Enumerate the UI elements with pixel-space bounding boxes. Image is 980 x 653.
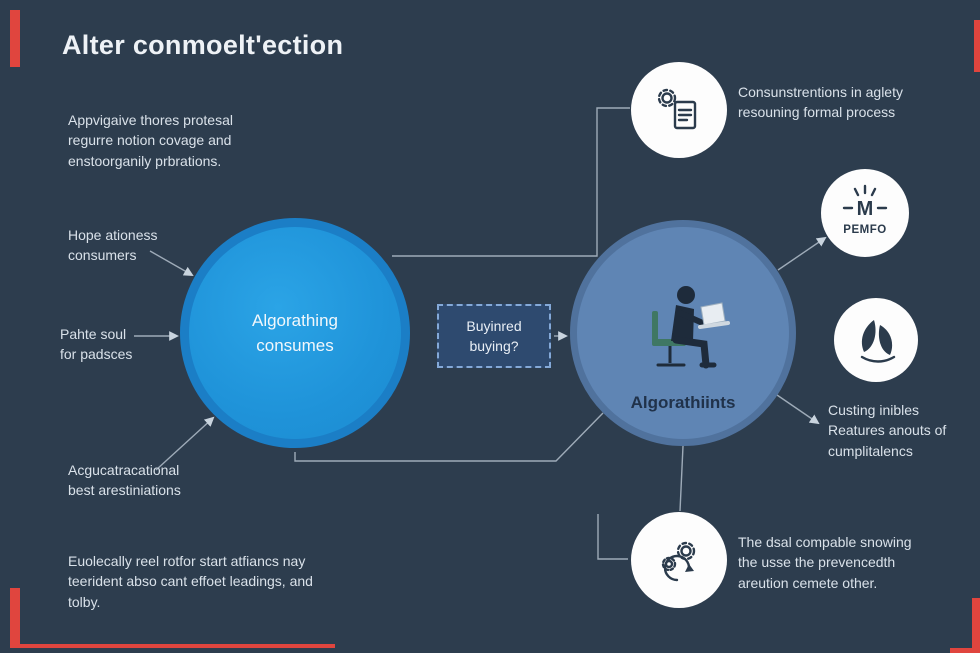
accent-line-bottom: [10, 644, 335, 648]
pemfo-icon-circle: M PEMFO: [821, 169, 909, 257]
person-laptop-illustration: [652, 286, 730, 369]
gear-document-icon: [657, 88, 697, 130]
left-note-2: Hope ationess consumers: [68, 227, 158, 264]
person-circle: Algorathiints: [570, 220, 796, 446]
automation-icon-circle: [631, 512, 727, 608]
process-icon-circle: [631, 62, 727, 158]
main-circle-label: Algorathing consumes: [251, 310, 338, 356]
gears-refresh-icon: [661, 541, 696, 582]
leaf-icon-circle: [834, 298, 918, 382]
pemfo-badge-icon: M PEMFO: [842, 184, 888, 236]
accent-bar-bottom-right: [972, 598, 980, 653]
connector-person-to-bottom-circle: [679, 445, 684, 512]
decision-box: Buyinred buying?: [437, 304, 551, 368]
main-circle: Algorathing consumes: [180, 218, 410, 448]
right-note-bottom: The dsal compable snowing the usse the p…: [738, 534, 912, 591]
pemfo-monogram: M: [857, 198, 874, 220]
page-title: Alter conmoelt'ection: [62, 30, 344, 60]
accent-bar-top-right: [974, 20, 980, 72]
pemfo-label: PEMFO: [843, 224, 886, 236]
left-note-3: Pahte soul for padsces: [60, 326, 133, 363]
decision-box-label: Buyinred buying?: [466, 317, 522, 354]
right-note-top: Consunstrentions in aglety resouning for…: [738, 84, 903, 121]
arrow-person-to-pemfo: [777, 236, 827, 271]
connector-bottom-left-elbow: [597, 514, 628, 560]
leaf-icon: [860, 320, 896, 363]
right-note-middle: Custing inibles Reatures anouts of cumpl…: [828, 402, 947, 459]
person-circle-label: Algorathiints: [630, 393, 736, 412]
accent-corner-bottom-right: [950, 648, 980, 653]
accent-bar-bottom-left: [10, 588, 20, 648]
connector-top-elbow: [392, 107, 630, 257]
left-note-1: Appvigaive thores protesal regurre notio…: [68, 112, 233, 169]
accent-bar-top-left: [10, 10, 20, 67]
left-note-4: Acgucatracational best arestiniations: [68, 462, 181, 499]
left-note-5: Euolecally reel rotfor start atfiancs na…: [68, 553, 313, 610]
